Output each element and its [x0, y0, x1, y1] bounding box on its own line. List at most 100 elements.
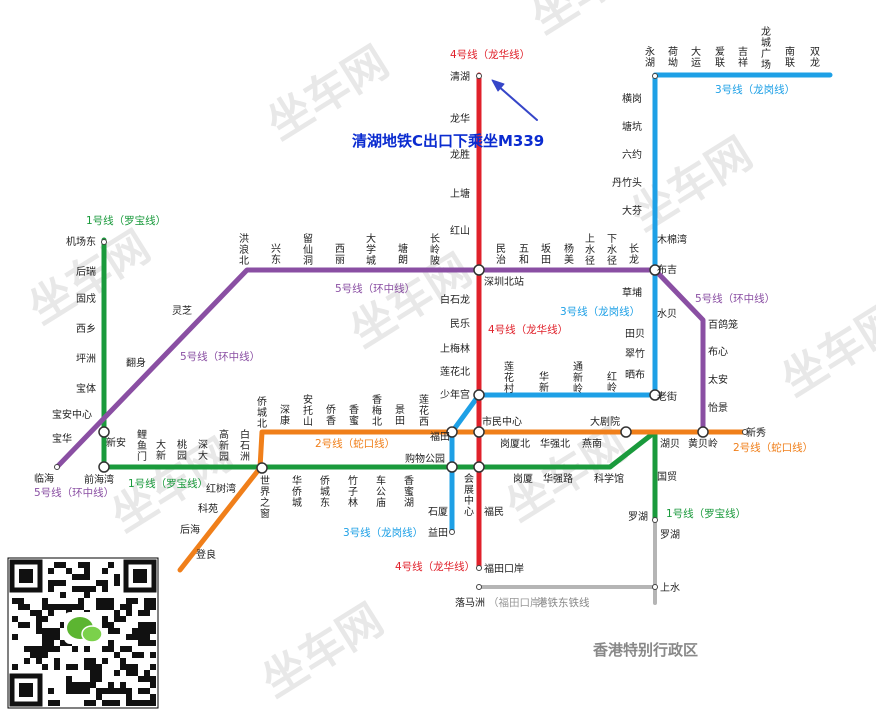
- station-label: 民乐: [450, 318, 470, 330]
- line-labels: 4号线（龙华线） 4号线（龙华线） 4号线（龙华线） 3号线（龙岗线） 3号线（…: [34, 48, 813, 609]
- interchange-marker: [98, 426, 110, 438]
- station-label: 白石龙: [440, 293, 470, 306]
- svg-text:坐车网: 坐车网: [522, 0, 661, 44]
- station-label: 华强路: [543, 472, 573, 485]
- station-label: 会展中心: [464, 472, 474, 518]
- station-label: 坂田: [541, 243, 551, 266]
- line-3-label: 3号线（龙岗线）: [560, 305, 640, 318]
- station-label: 华强北: [540, 437, 570, 450]
- station-label: 红山: [450, 224, 470, 237]
- station-label: 后瑞: [76, 266, 96, 278]
- interchange-marker: [697, 426, 709, 438]
- interchange-marker: [473, 461, 485, 473]
- station-label: 红树湾: [206, 482, 236, 495]
- station-label: 翠竹: [625, 347, 645, 360]
- station-label: 景田: [395, 404, 405, 427]
- station-label: 侨香: [326, 404, 336, 427]
- station-label: 香蜜湖: [404, 475, 414, 509]
- interchange-marker: [473, 264, 485, 276]
- station-label: 购物公园: [405, 452, 445, 465]
- vertical-station-labels: 永湖 荷坳 大运 爱联 吉祥 龙城广场 南联 双龙 洪浪北 兴东 留仙洞 西丽 …: [137, 25, 820, 520]
- station-label: 长龙: [629, 243, 639, 266]
- rail-line: [477, 518, 657, 605]
- station-label: 六约: [622, 148, 642, 161]
- line-2-label: 2号线（蛇口线）: [315, 437, 395, 450]
- station-label: 坪洲: [76, 352, 96, 365]
- line-5-label: 5号线（环中线）: [34, 486, 114, 499]
- station-label: 上梅林: [440, 342, 470, 355]
- rail-sublabel: （福田口岸）: [488, 596, 551, 609]
- station-label: 安托山: [303, 393, 313, 428]
- station-label: 市民中心: [482, 415, 522, 428]
- station-label: 福田口岸: [484, 562, 524, 575]
- station-dot: [54, 464, 60, 470]
- station-label: 科学馆: [594, 472, 624, 485]
- station-label: 固戍: [76, 292, 96, 305]
- station-label: 翻身: [126, 356, 146, 369]
- station-label: 宝体: [76, 382, 96, 395]
- interchange-marker: [446, 461, 458, 473]
- station-label: 新秀: [746, 426, 766, 439]
- station-label: 永湖: [645, 45, 655, 69]
- station-label: 双龙: [810, 46, 820, 69]
- station-labels: 清湖 龙华 龙胜 上塘 红山 深圳北站 白石龙 民乐 上梅林 莲花北 少年宫 市…: [34, 70, 766, 609]
- station-label: 留仙洞: [303, 232, 313, 267]
- station-label: 香蜜: [349, 404, 359, 427]
- interchange-marker: [649, 264, 661, 276]
- line-1-label: 1号线（罗宝线）: [128, 477, 208, 490]
- station-label: 田贝: [625, 328, 645, 340]
- line-2-label: 2号线（蛇口线）: [733, 441, 813, 454]
- station-label: 侨城北: [257, 396, 267, 430]
- station-label: 通新岭: [573, 361, 583, 395]
- interchange-marker: [98, 461, 110, 473]
- station-label: 兴东: [271, 243, 281, 266]
- qr-code: [7, 557, 159, 709]
- station-label: 临海: [34, 472, 54, 485]
- station-label: 长岭陂: [430, 233, 440, 267]
- station-label: 布吉: [657, 264, 677, 276]
- station-label: 宝安中心: [52, 408, 92, 421]
- station-label: 岗厦: [513, 473, 533, 485]
- station-dots: [54, 73, 748, 590]
- station-label: 华新: [539, 370, 549, 394]
- station-label: 莲花西: [419, 394, 429, 428]
- line-4-label: 4号线（龙华线）: [450, 48, 530, 61]
- line-1-label: 1号线（罗宝线）: [86, 214, 166, 227]
- interchange-marker: [256, 462, 268, 474]
- arrow: [496, 84, 538, 121]
- station-dot: [476, 73, 482, 79]
- line-5-label: 5号线（环中线）: [335, 282, 415, 295]
- station-dot: [476, 584, 482, 590]
- line-1: [101, 237, 658, 523]
- station-label: 科苑: [198, 502, 218, 515]
- station-dot: [476, 565, 482, 571]
- station-label: 上塘: [450, 187, 470, 200]
- station-label: 燕南: [582, 437, 602, 450]
- station-label: 老街: [657, 390, 677, 403]
- station-dot: [652, 517, 658, 523]
- station-label: 太安: [708, 373, 728, 386]
- station-label: 大剧院: [590, 415, 620, 428]
- station-label: 杨美: [564, 242, 574, 266]
- station-label: 上水: [660, 582, 680, 594]
- station-label: 莲花村: [504, 361, 514, 395]
- interchange-marker: [620, 426, 632, 438]
- interchange-marker: [473, 426, 485, 438]
- station-label: 怡景: [708, 401, 728, 414]
- station-label: 丹竹头: [612, 176, 642, 189]
- station-label: 前海湾: [84, 473, 114, 486]
- wechat-icon: [81, 625, 103, 643]
- line-1-label: 1号线（罗宝线）: [666, 507, 746, 520]
- line-4-label: 4号线（龙华线）: [488, 323, 568, 336]
- interchanges: [98, 264, 709, 474]
- station-label: 莲花北: [440, 365, 470, 378]
- interchange-marker: [446, 426, 458, 438]
- station-label: 竹子林: [348, 474, 358, 509]
- station-label: 爱联: [715, 45, 725, 69]
- rail-label: 港铁东铁线: [537, 596, 590, 609]
- station-label: 桃园: [177, 438, 187, 462]
- station-label: 机场东: [66, 235, 96, 248]
- station-label: 荷坳: [668, 46, 678, 69]
- station-label: 岗厦北: [500, 438, 530, 450]
